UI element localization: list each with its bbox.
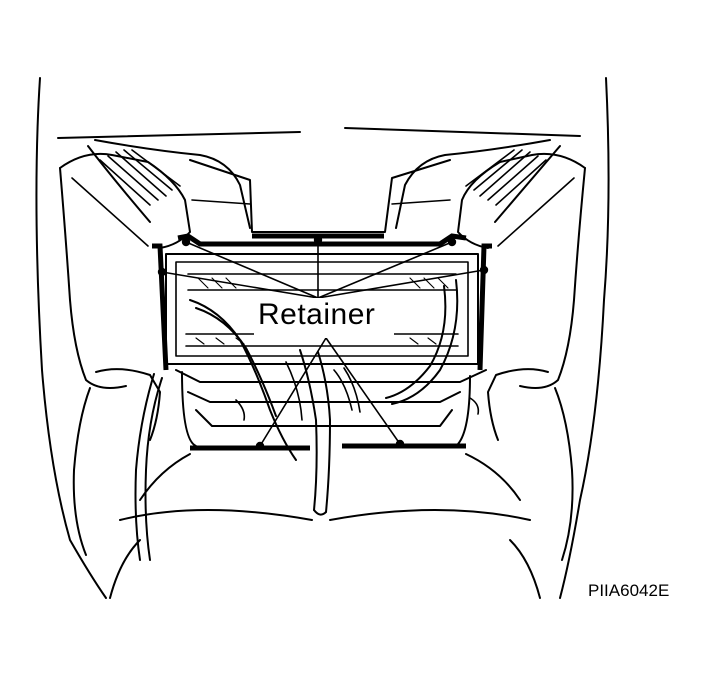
wire-harness bbox=[134, 279, 480, 561]
retainer-label: Retainer bbox=[258, 298, 376, 331]
retainer-point-left bbox=[157, 267, 167, 277]
leader-lines bbox=[161, 239, 485, 447]
lower-seat bbox=[109, 453, 541, 599]
retainer-point-top-right bbox=[447, 237, 457, 247]
left-bolster bbox=[59, 139, 251, 556]
seatback-outline bbox=[35, 77, 610, 599]
upper-panel bbox=[189, 159, 451, 233]
retainer-point-top-left bbox=[181, 237, 191, 247]
inner-mechanism bbox=[165, 253, 487, 447]
figure-code: PIIA6042E bbox=[588, 581, 670, 600]
retainer-point-bottom-right bbox=[395, 439, 405, 449]
retainer-points bbox=[157, 235, 489, 451]
retainer-point-bottom-left bbox=[255, 441, 265, 451]
retainer-point-top-center bbox=[313, 235, 323, 245]
retainer-point-right bbox=[479, 265, 489, 275]
right-bolster bbox=[395, 139, 586, 561]
label-backdrop bbox=[254, 298, 394, 338]
